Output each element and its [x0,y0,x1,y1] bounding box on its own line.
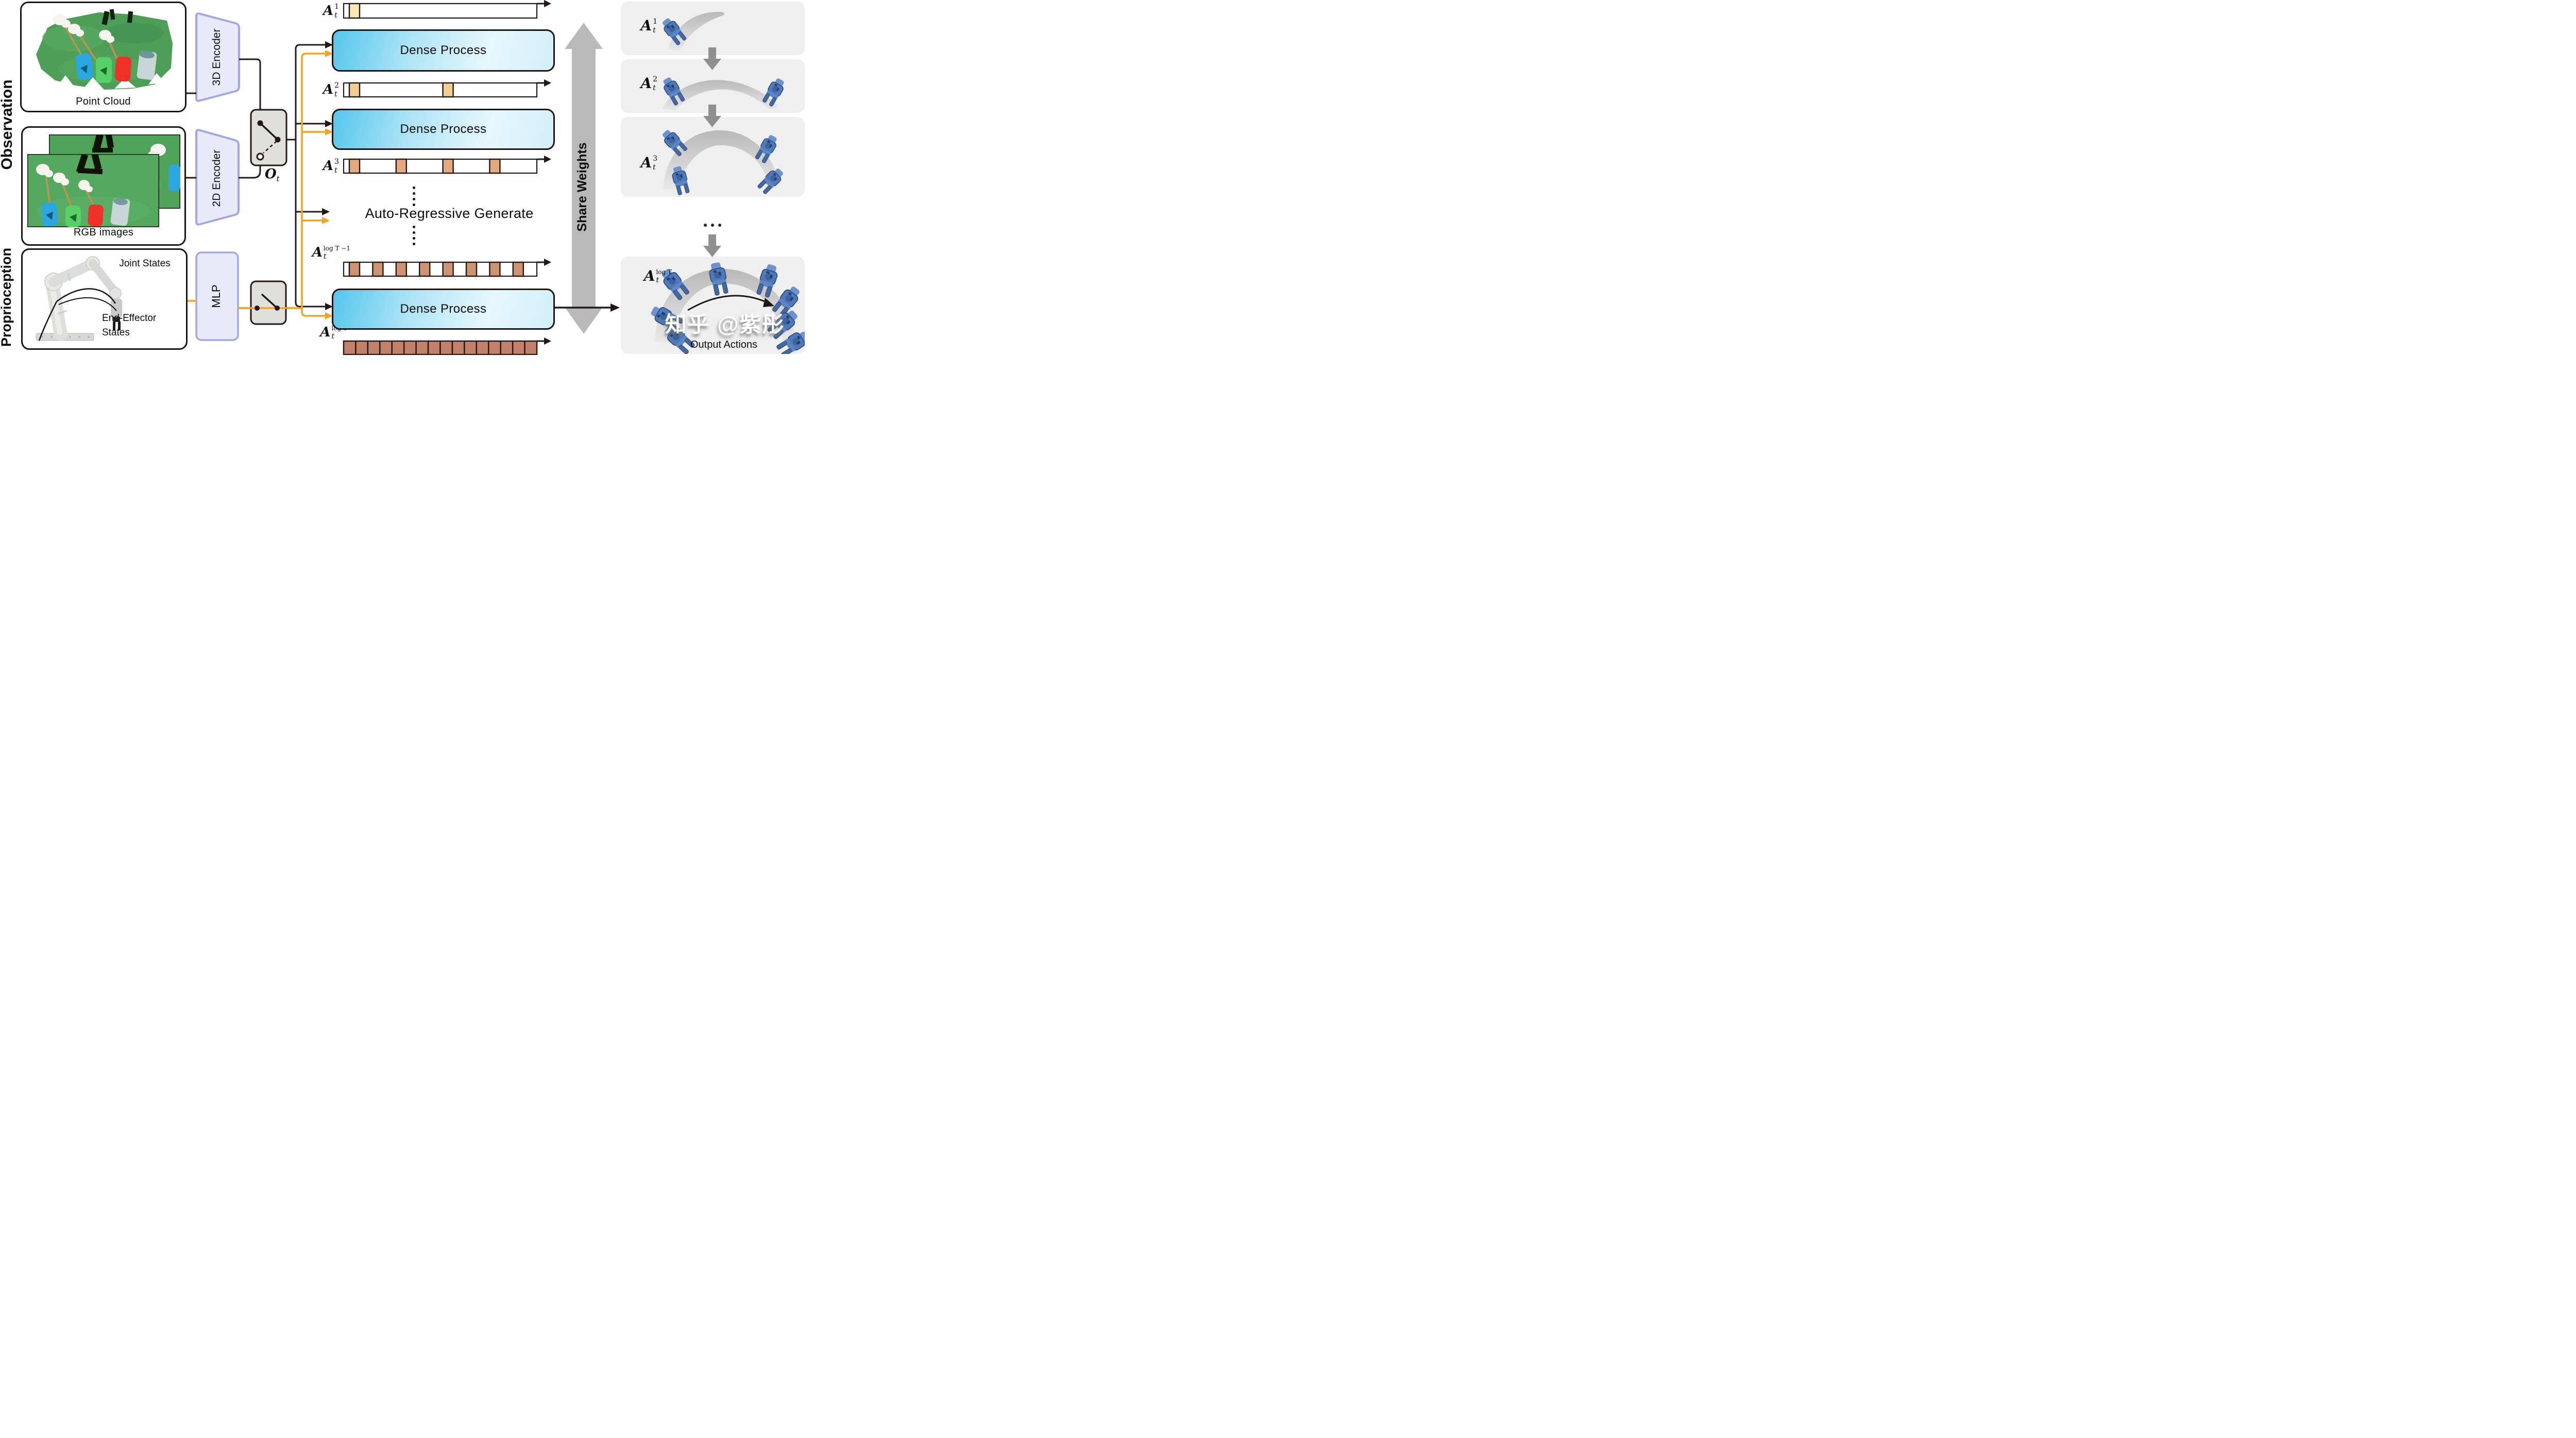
observation-feature-symbol: Ot [265,166,280,183]
timeline-cell [348,261,361,277]
timeline-cell [391,340,405,355]
timeline-cell [367,340,381,355]
figure-canvas: Observation Proprioception [0,0,808,355]
gripper-silhouette [101,9,133,25]
timeline-cell [348,158,361,174]
proprioception-switch [238,280,299,325]
cups [75,50,157,83]
vertical-ellipsis-bottom [413,226,415,245]
black-arrowheads [322,41,333,310]
timeline-cell [489,158,501,174]
output-actions-panel [621,257,805,354]
timeline-cell [439,340,453,355]
trajectory-panel-1 [621,2,805,55]
trajectory-panel-3 [621,117,805,197]
rgb-images-box: RGB images [21,126,186,246]
timeline-cell [348,3,361,19]
timeline-row-1 [343,0,551,19]
timeline-row-4 [343,259,551,277]
point-cloud-caption: Point Cloud [76,96,131,107]
encoder-2d-shape [195,129,240,226]
action-timelines [343,0,551,355]
timeline-cell [395,158,407,174]
timeline-row-2 [343,79,551,98]
share-weights-arrow [565,23,603,334]
observation-switch [250,109,287,166]
timeline-row-3 [343,156,551,174]
gripper-silhouette [76,154,103,175]
timeline-cell [348,82,361,98]
horizontal-ellipsis [704,224,721,227]
end-effector-label-line1: End-Effector [102,313,157,324]
diagram-wiring-layer [183,0,721,355]
vertical-ellipsis-top [413,187,415,206]
step-arrows [703,47,721,257]
timeline-cell [512,261,524,277]
timeline-cell [442,82,454,98]
timeline-cell [442,158,454,174]
timeline-cell [451,340,465,355]
dense-process-box-1: Dense Process [332,29,555,72]
timeline-cell [524,340,538,355]
timeline-cell [512,340,526,355]
orange-arrowheads [322,50,333,319]
proprioception-box: Joint States End-Effector States [21,248,188,350]
timeline-cell [355,340,369,355]
robot-arm-image [36,256,122,341]
output-actions-arrow [555,303,620,312]
dense-process-box-2: Dense Process [332,109,555,150]
timeline-cell [395,261,407,277]
encoder-3d-shape [195,12,240,102]
timeline-cell [403,340,417,355]
share-weights-label: Share Weights [575,142,589,232]
timeline-cell [427,340,441,355]
watermark: 知乎 @紫彤 [665,312,785,336]
trajectory-arrow [687,295,769,311]
timeline-cell [379,340,393,355]
timeline-cell [465,261,478,277]
mlp-shape [195,251,239,341]
timeline-cell [489,261,501,277]
point-cloud-box: Point Cloud [20,2,187,112]
point-cloud-image [36,9,173,90]
output-actions-label: Output Actions [690,339,758,350]
timeline-cell [415,340,429,355]
timeline-cell [343,340,357,355]
timeline-cell [476,340,489,355]
joint-states-label: Joint States [119,258,171,269]
timeline-cell [442,261,454,277]
flowers [53,14,114,43]
rgb-photo-front [27,154,159,227]
encoder-2d-label: 2D Encoder [211,149,223,207]
timeline-cell [488,340,501,355]
timeline-cell [372,261,384,277]
auto-regressive-label: Auto-Regressive Generate [365,206,534,221]
dense-process-box-3: Dense Process [332,289,555,330]
timeline-cell [500,340,514,355]
timeline-cell [464,340,478,355]
timeline-row-5 [343,337,551,355]
mlp-label: MLP [210,284,223,308]
end-effector-label-line2: States [102,327,130,338]
timeline-cell [419,261,431,277]
encoder-3d-label: 3D Encoder [211,28,223,86]
rgb-images-caption: RGB images [73,227,134,238]
